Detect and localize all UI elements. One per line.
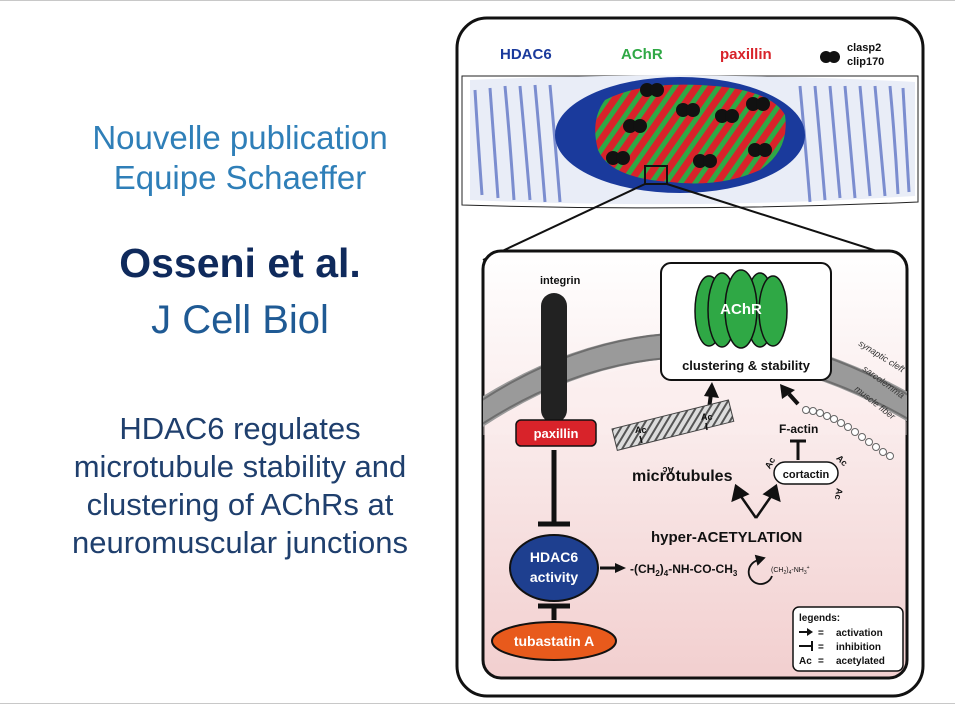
ac-mark-2: Ac [701,412,713,422]
cortactin-label: cortactin [783,469,830,481]
ac-mark-4: Ac [763,455,777,470]
legend-box [792,606,904,672]
paxillin-label: paxillin [534,426,579,441]
summary-line-1: HDAC6 regulates [119,411,361,446]
legend-ac-symbol: Ac [799,656,812,667]
ac-mark-6: Ac [833,487,845,500]
tubastatin-node [491,621,617,661]
bottom-rule [0,703,955,704]
announcement: Nouvelle publication Equipe Schaeffer [20,118,460,198]
hdac6-label: HDAC6 [530,549,578,565]
legend-activation-arrow-icon [799,628,813,636]
legend-clasp2: clasp2 [847,42,881,54]
zoom-line-left [482,183,646,261]
announcement-line-1: Nouvelle publication [92,119,388,156]
acetyl-lysine-formula: -(CH2)4-NH-CO-CH3 [630,562,738,578]
hyper-acetylation-label: hyper-ACETYLATION [651,529,802,546]
legend-eq-3: = [818,656,824,667]
legend-eq-2: = [818,642,824,653]
legend-inhibition: inhibition [836,642,881,653]
f-actin-label: F-actin [779,422,818,436]
announcement-line-2: Equipe Schaeffer [113,159,367,196]
integrin-label: integrin [540,275,581,287]
zoom-box [644,165,668,185]
cortactin-box [773,461,839,485]
activation-arrow-factin [780,384,800,406]
top-rule [0,0,955,1]
microtubules-label: microtubules [632,468,733,485]
lysine-formula: (CH2)4-NH3+ [771,565,810,576]
summary-line-4: neuromuscular junctions [71,525,408,560]
legend-achr: AChR [621,46,663,63]
summary-line-3: clustering of AChRs at [86,487,394,522]
clasp-puncta [606,83,772,168]
tubastatin-label: tubastatin A [514,633,594,649]
journal: J Cell Biol [151,298,329,342]
authors: Osseni et al. [119,240,361,286]
legend-activation: activation [836,628,883,639]
achr-label: AChR [720,301,762,318]
legend-paxillin: paxillin [720,46,772,63]
legend-title: legends: [799,613,840,624]
legend-acetylated: acetylated [836,656,885,667]
legend-eq-1: = [818,628,824,639]
f-actin-filament [802,406,894,460]
paxillin-box [515,419,597,447]
legend-inhibition-icon [799,641,813,651]
summary-line-2: microtubule stability and [73,449,407,484]
integrin-receptor [541,293,567,423]
zoom-line-right [666,183,906,261]
microscopy-image [461,75,919,209]
activation-arrow-hdac6 [600,563,626,573]
ac-mark-3: Ac [662,465,674,475]
acetylation-arrows [731,483,781,519]
legend-hdac6: HDAC6 [500,46,552,63]
achr-receptor-icon [694,269,788,349]
ac-mark-1: Ac [635,425,647,435]
reversible-cycle-icon [747,554,773,585]
legend-clasp-dot-icon [820,51,840,63]
microtubules-bundle [611,399,735,451]
legend-clip170: clip170 [847,56,884,68]
hdac6-activity-node [509,534,599,602]
summary: HDAC6 regulates microtubule stability an… [20,410,460,562]
clustering-label: clustering & stability [682,358,811,373]
activity-label: activity [530,569,578,585]
